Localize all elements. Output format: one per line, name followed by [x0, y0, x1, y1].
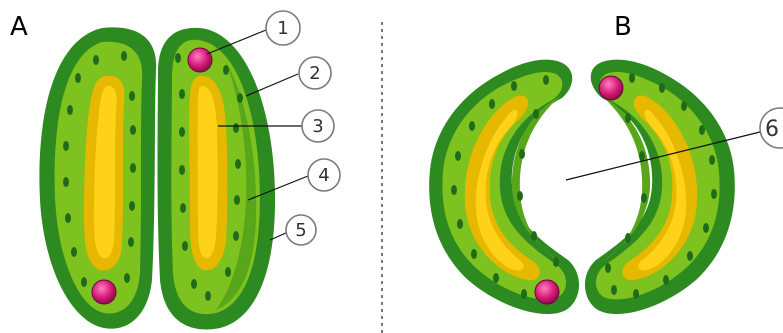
chloroplast	[130, 163, 136, 173]
chloroplast	[633, 289, 639, 299]
chloroplast	[687, 251, 693, 261]
chloroplast	[179, 127, 185, 137]
callout-1: 1	[266, 11, 300, 45]
chloroplast	[517, 191, 523, 201]
b-right-guard-cell-nucleus	[599, 76, 623, 100]
chloroplast	[75, 73, 81, 83]
chloroplast	[493, 273, 499, 283]
right-guard-cell-vacuole-core	[198, 86, 218, 258]
chloroplast	[681, 101, 687, 111]
chloroplast	[605, 263, 611, 273]
chloroplast	[175, 53, 181, 63]
chloroplast	[124, 273, 130, 283]
chloroplast	[511, 81, 517, 91]
chloroplast	[179, 89, 185, 99]
chloroplast	[553, 257, 559, 267]
panel-a-right-guard-cell	[158, 28, 276, 330]
chloroplast	[663, 275, 669, 285]
callout-4-number: 4	[318, 165, 329, 186]
callout-3: 3	[302, 110, 334, 142]
chloroplast	[457, 219, 463, 229]
chloroplast	[703, 223, 709, 233]
chloroplast	[451, 185, 457, 195]
chloroplast	[711, 189, 717, 199]
panel-a-left-guard-cell	[39, 27, 156, 328]
chloroplast	[93, 55, 99, 65]
callout-1-number: 1	[277, 18, 288, 39]
chloroplast	[709, 155, 715, 165]
chloroplast	[519, 149, 525, 159]
chloroplast	[67, 105, 73, 115]
chloroplast	[121, 51, 127, 61]
chloroplast	[659, 83, 665, 93]
b-left-guard-cell-nucleus	[535, 280, 559, 304]
chloroplast	[489, 99, 495, 109]
panel-b-left-guard-cell	[429, 60, 579, 314]
callout-2-number: 2	[309, 63, 320, 84]
chloroplast	[71, 247, 77, 257]
left-guard-cell-nucleus	[92, 280, 116, 304]
chloroplast	[129, 91, 135, 101]
chloroplast	[130, 125, 136, 135]
callout-4: 4	[308, 159, 340, 191]
chloroplast	[191, 279, 197, 289]
chloroplast	[233, 231, 239, 241]
chloroplast	[469, 121, 475, 131]
chloroplast	[225, 267, 231, 277]
panel-b-right-guard-cell	[585, 60, 735, 314]
chloroplast	[625, 233, 631, 243]
chloroplast	[233, 123, 239, 133]
chloroplast	[234, 195, 240, 205]
callout-5-number: 5	[295, 220, 306, 241]
right-guard-cell-nucleus	[188, 48, 212, 72]
chloroplast	[63, 177, 69, 187]
chloroplast	[455, 151, 461, 161]
chloroplast	[521, 289, 527, 299]
chloroplast	[223, 65, 229, 75]
chloroplast	[235, 159, 241, 169]
chloroplast	[699, 125, 705, 135]
callout-5: 5	[286, 215, 316, 245]
chloroplast	[63, 141, 69, 151]
chloroplast	[65, 213, 71, 223]
chloroplast	[531, 231, 537, 241]
chloroplast	[471, 249, 477, 259]
panel-b-letter: B	[614, 12, 632, 42]
chloroplast	[625, 113, 631, 123]
chloroplast	[180, 203, 186, 213]
chloroplast	[237, 93, 243, 103]
chloroplast	[629, 73, 635, 83]
callout-2: 2	[299, 57, 331, 89]
chloroplast	[129, 201, 135, 211]
chloroplast	[205, 291, 211, 301]
chloroplast	[611, 285, 617, 295]
chloroplast	[128, 237, 134, 247]
chloroplast	[639, 151, 645, 161]
chloroplast	[641, 193, 647, 203]
callout-6: 6	[760, 108, 783, 148]
chloroplast	[543, 75, 549, 85]
chloroplast	[533, 109, 539, 119]
panel-a-letter: A	[10, 12, 28, 42]
chloroplast	[179, 165, 185, 175]
callout-3-number: 3	[312, 116, 323, 137]
callout-6-number: 6	[765, 117, 779, 142]
chloroplast	[182, 241, 188, 251]
chloroplast	[81, 277, 87, 287]
